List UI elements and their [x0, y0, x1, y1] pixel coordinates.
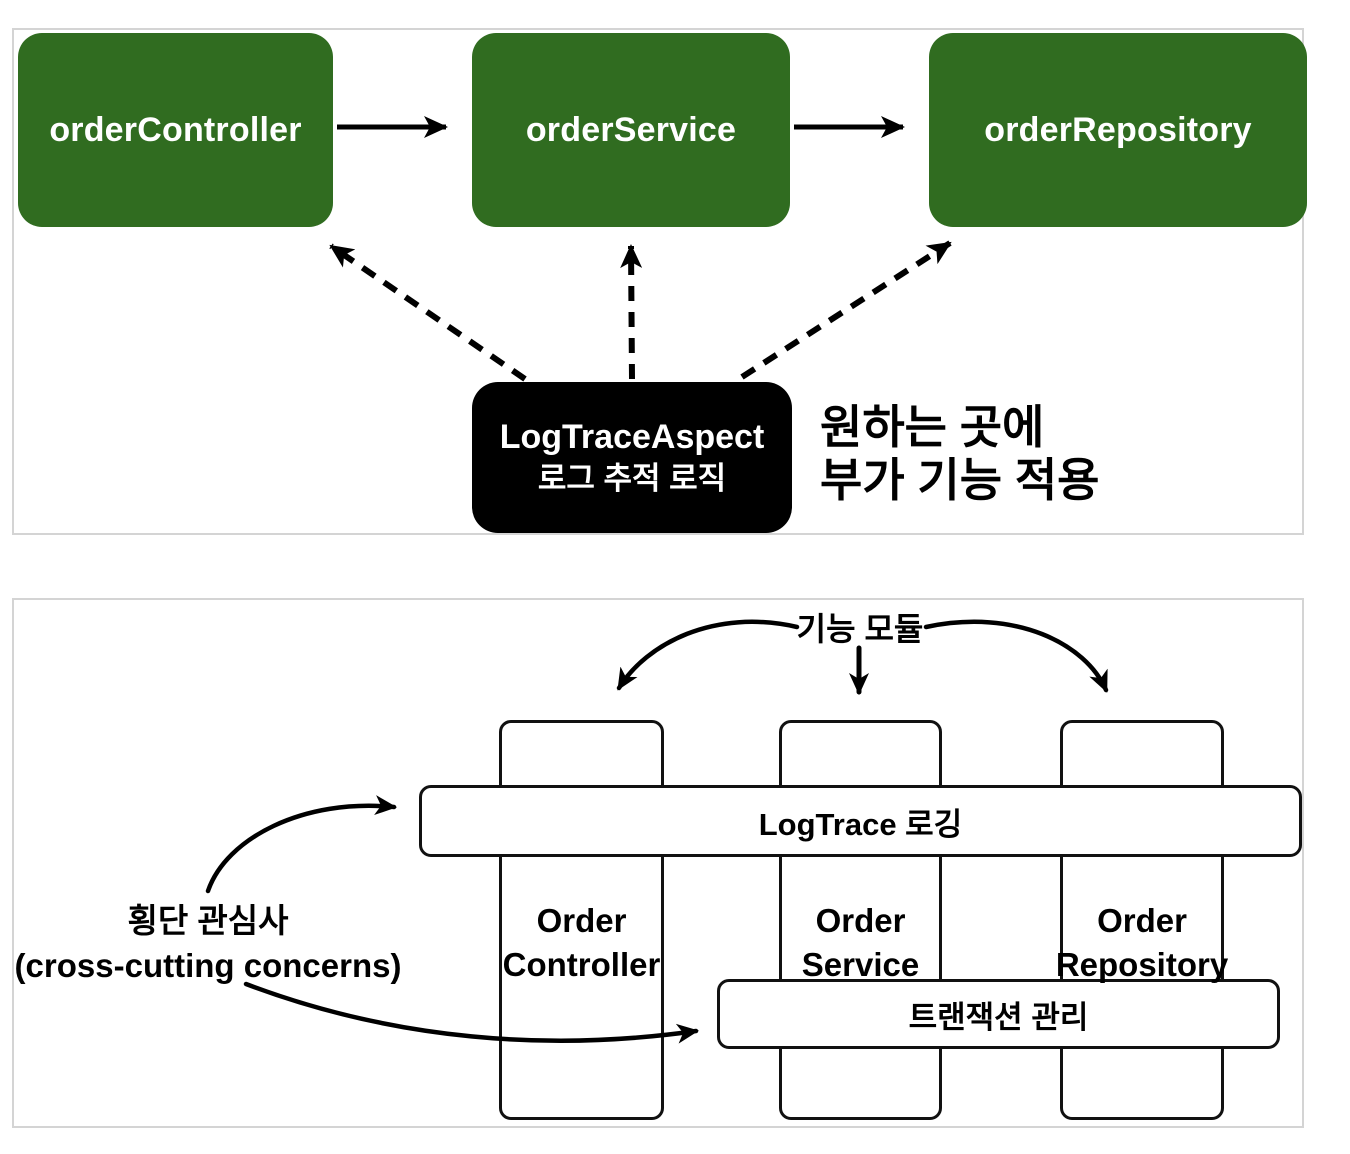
logtrace-logging-bar: LogTrace 로깅: [419, 785, 1302, 857]
apply-anywhere-note-line1: 원하는 곳에: [820, 401, 1045, 453]
order-repository-column-label: Order Repository: [1056, 888, 1228, 998]
cross-cutting-line2: (cross-cutting concerns): [14, 947, 402, 984]
order-service-line2: Service: [801, 946, 920, 983]
order-controller-label: orderController: [49, 110, 302, 149]
order-repository-line1: Order: [1097, 902, 1187, 939]
order-controller-line2: Controller: [502, 946, 661, 983]
function-module-label: 기능 모듈: [796, 611, 924, 647]
logtrace-logging-label: LogTrace 로깅: [758, 806, 963, 842]
dashed-arrow-aspect-to-service: [620, 244, 643, 380]
order-repository-label: orderRepository: [984, 110, 1252, 149]
log-trace-aspect-box: LogTraceAspect 로그 추적 로직: [472, 382, 792, 533]
order-service-box: orderService: [472, 33, 790, 227]
arrow-crosscutting-to-logtrace: [205, 795, 397, 894]
cross-cutting-label: 횡단 관심사 (cross-cutting concerns): [14, 898, 402, 988]
apply-anywhere-note-line2: 부가 기능 적용: [820, 454, 1100, 506]
order-service-line1: Order: [815, 902, 906, 939]
order-controller-line1: Order: [536, 902, 627, 939]
dashed-arrow-aspect-to-controller: [329, 243, 527, 382]
cross-cutting-panel: LogTrace 로깅 트랜잭션 관리 Order Controller Ord…: [12, 598, 1304, 1128]
aspect-apply-panel: orderController orderService orderReposi…: [12, 28, 1307, 535]
transaction-management-bar: 트랜잭션 관리: [717, 979, 1280, 1049]
cross-cutting-line1: 횡단 관심사: [127, 902, 289, 939]
order-controller-box: orderController: [18, 33, 333, 227]
log-trace-aspect-title: LogTraceAspect: [499, 417, 765, 456]
order-repository-line2: Repository: [1055, 946, 1229, 983]
dashed-arrow-aspect-to-repository: [740, 240, 952, 380]
log-trace-aspect-subtitle: 로그 추적 로직: [537, 461, 727, 497]
order-service-label: orderService: [525, 110, 737, 149]
transaction-management-label: 트랜잭션 관리: [908, 999, 1089, 1035]
order-service-column-label: Order Service: [779, 888, 942, 998]
order-repository-box: orderRepository: [929, 33, 1307, 227]
order-controller-column-label: Order Controller: [499, 888, 664, 998]
apply-anywhere-note: 원하는 곳에 부가 기능 적용: [820, 401, 1099, 507]
